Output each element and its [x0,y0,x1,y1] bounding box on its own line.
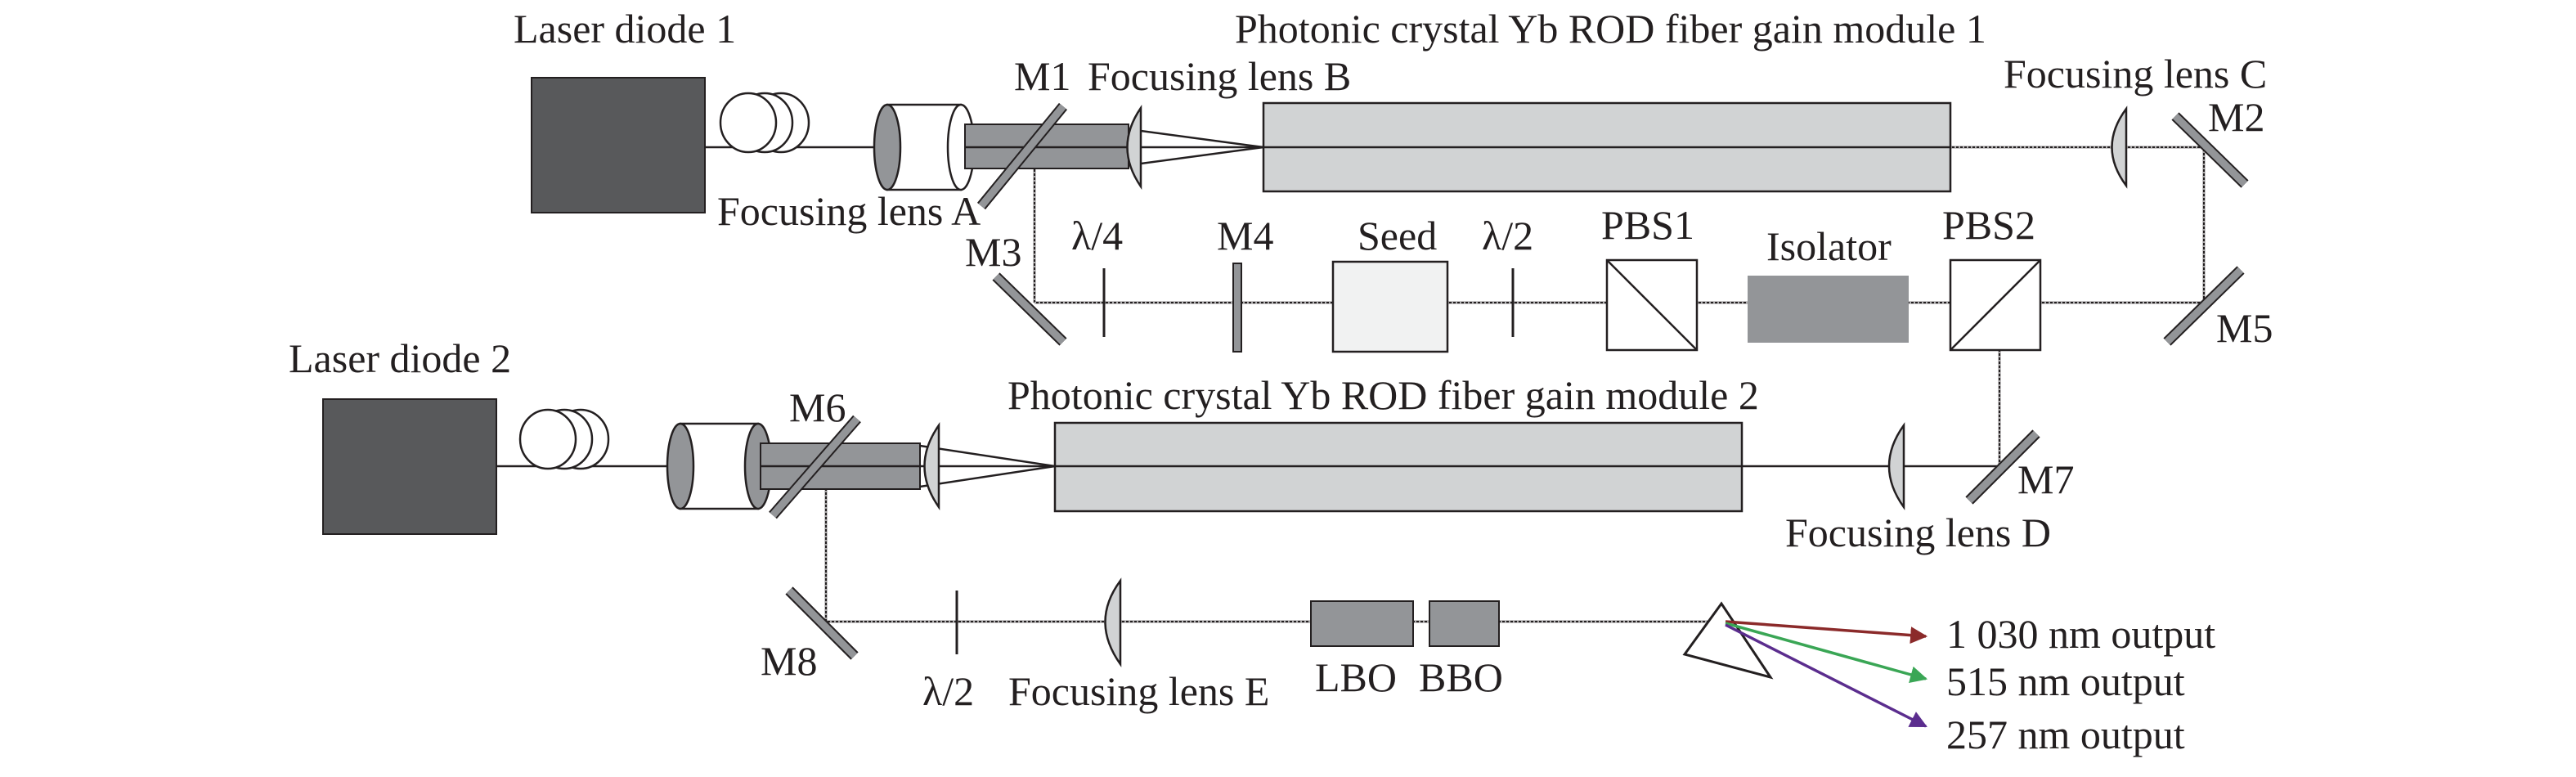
mirror-m4 [1232,263,1242,353]
seed-label: Seed [1358,213,1437,258]
focusing-lens-module-2 [923,422,940,510]
output-515-label: 515 nm output [1946,658,2185,704]
focusing-lens-d [1887,422,1905,510]
pbs2-label: PBS2 [1942,202,2035,248]
isolator-label: Isolator [1766,223,1892,269]
isolator [1748,276,1909,343]
lens-e-label: Focusing lens E [1008,668,1269,714]
laser-diode-2-box [322,398,497,535]
m4-label: M4 [1217,213,1273,258]
lens-b-label: Focusing lens B [1088,53,1351,99]
beam-257nm [1725,623,1928,728]
lbo-crystal [1310,600,1414,647]
focusing-lens-a [873,103,976,191]
cone-a-upper [919,444,1056,468]
m1-label: M1 [1014,53,1070,99]
hwp-1-label: λ/2 [1482,213,1533,258]
dispersion-prism [1682,601,1774,680]
pbs1-label: PBS1 [1601,202,1694,248]
focusing-lens-b [1126,104,1142,191]
hwp-2-label: λ/2 [922,668,974,714]
beam-515nm [1725,622,1928,684]
mirror-m3 [993,273,1066,345]
mirror-m1 [978,104,1066,209]
focusing-lens-e [1104,577,1122,667]
m8-label: M8 [761,638,817,684]
mirror-m2 [2172,113,2248,187]
beam-1030nm [1725,620,1928,645]
bbo-crystal [1429,600,1500,647]
fiber-coil-2 [518,408,610,470]
lens-c-label: Focusing lens C [2004,51,2267,97]
bbo-label: BBO [1419,654,1503,700]
laser-diode-1-label: Laser diode 1 [514,6,736,52]
m7-label: M7 [2017,456,2074,502]
module-1-label: Photonic crystal Yb ROD fiber gain modul… [1235,6,1986,52]
m2-label: M2 [2208,94,2264,140]
seed-laser [1331,260,1449,353]
qwp-label: λ/4 [1071,213,1123,258]
output-257-label: 257 nm output [1946,712,2185,757]
focusing-lens-c [2111,106,2128,189]
m3-label: M3 [965,229,1021,275]
cone-b-lower [1128,146,1264,167]
lens-d-label: Focusing lens D [1785,510,2051,555]
pbs1 [1605,258,1699,352]
m6-label: M6 [789,384,846,430]
cone-b-upper [1128,128,1264,149]
m5-label: M5 [2216,305,2273,351]
fiber-coil-1 [719,92,810,154]
laser-diode-2-label: Laser diode 2 [289,335,511,381]
laser-diode-1-box [531,77,706,213]
lens-a-label: Focusing lens A [717,188,981,234]
output-1030-label: 1 030 nm output [1946,611,2215,657]
pbs2 [1949,258,2042,352]
collimator-2 [666,422,773,510]
mirror-m5 [2164,267,2244,345]
cone-a-lower [919,465,1056,488]
mirror-m7 [1966,430,2040,504]
module-2-label: Photonic crystal Yb ROD fiber gain modul… [1008,372,1759,418]
lbo-label: LBO [1315,654,1397,700]
mirror-m6 [770,416,860,518]
mirror-m8 [786,587,858,659]
